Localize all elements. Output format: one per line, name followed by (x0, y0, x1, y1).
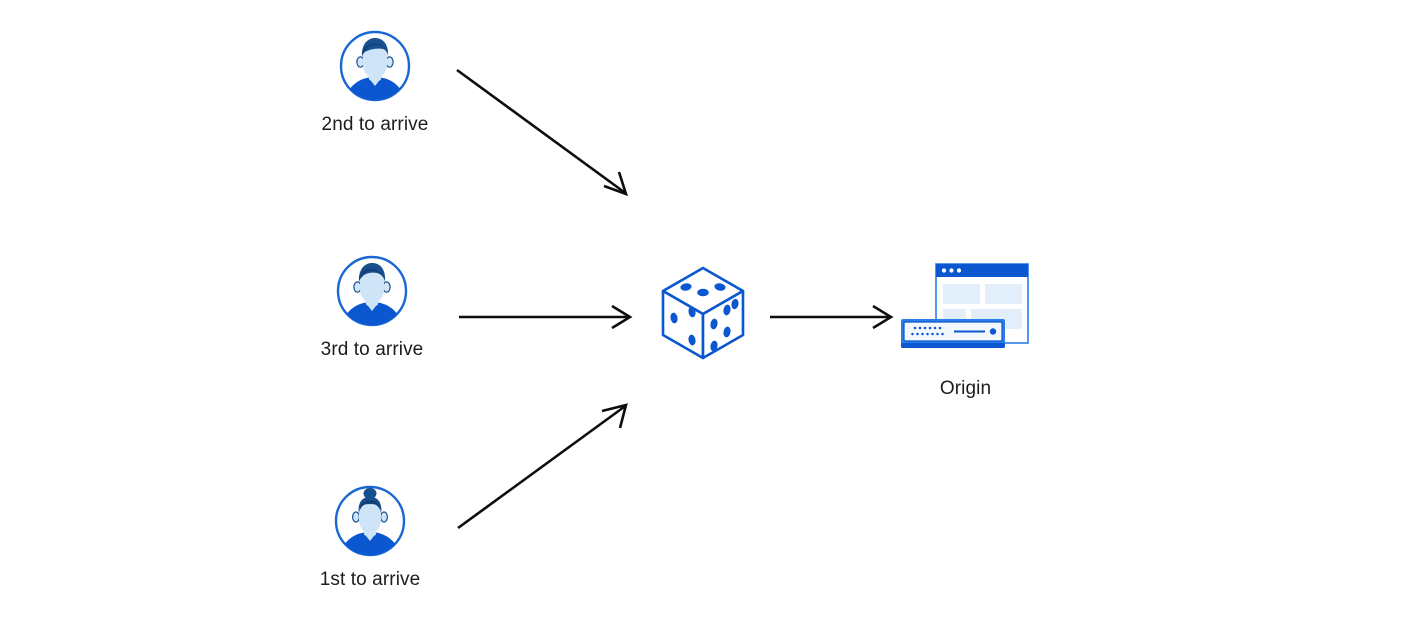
arrow-dice-origin (770, 304, 894, 330)
arrow-user1-dice (459, 304, 633, 330)
node-user-1st[interactable]: 1st to arrive (310, 483, 430, 591)
origin-server-icon (893, 255, 1038, 365)
node-label: 2nd to arrive (321, 114, 429, 135)
server-appliance (901, 319, 1005, 348)
node-label: Origin (939, 378, 992, 399)
node-label: 3rd to arrive (320, 339, 424, 360)
user-avatar-icon (334, 253, 410, 329)
node-user-3rd[interactable]: 3rd to arrive (312, 253, 432, 361)
node-dice[interactable] (655, 262, 750, 364)
node-label: 1st to arrive (319, 569, 421, 590)
user-avatar-icon (332, 483, 408, 559)
dice-cube-icon (657, 262, 749, 364)
node-user-2nd[interactable]: 2nd to arrive (315, 28, 435, 136)
arrow-user2-dice (457, 403, 628, 530)
node-origin[interactable]: Origin (893, 255, 1038, 400)
user-avatar-icon (337, 28, 413, 104)
arrow-user0-dice (456, 68, 629, 197)
